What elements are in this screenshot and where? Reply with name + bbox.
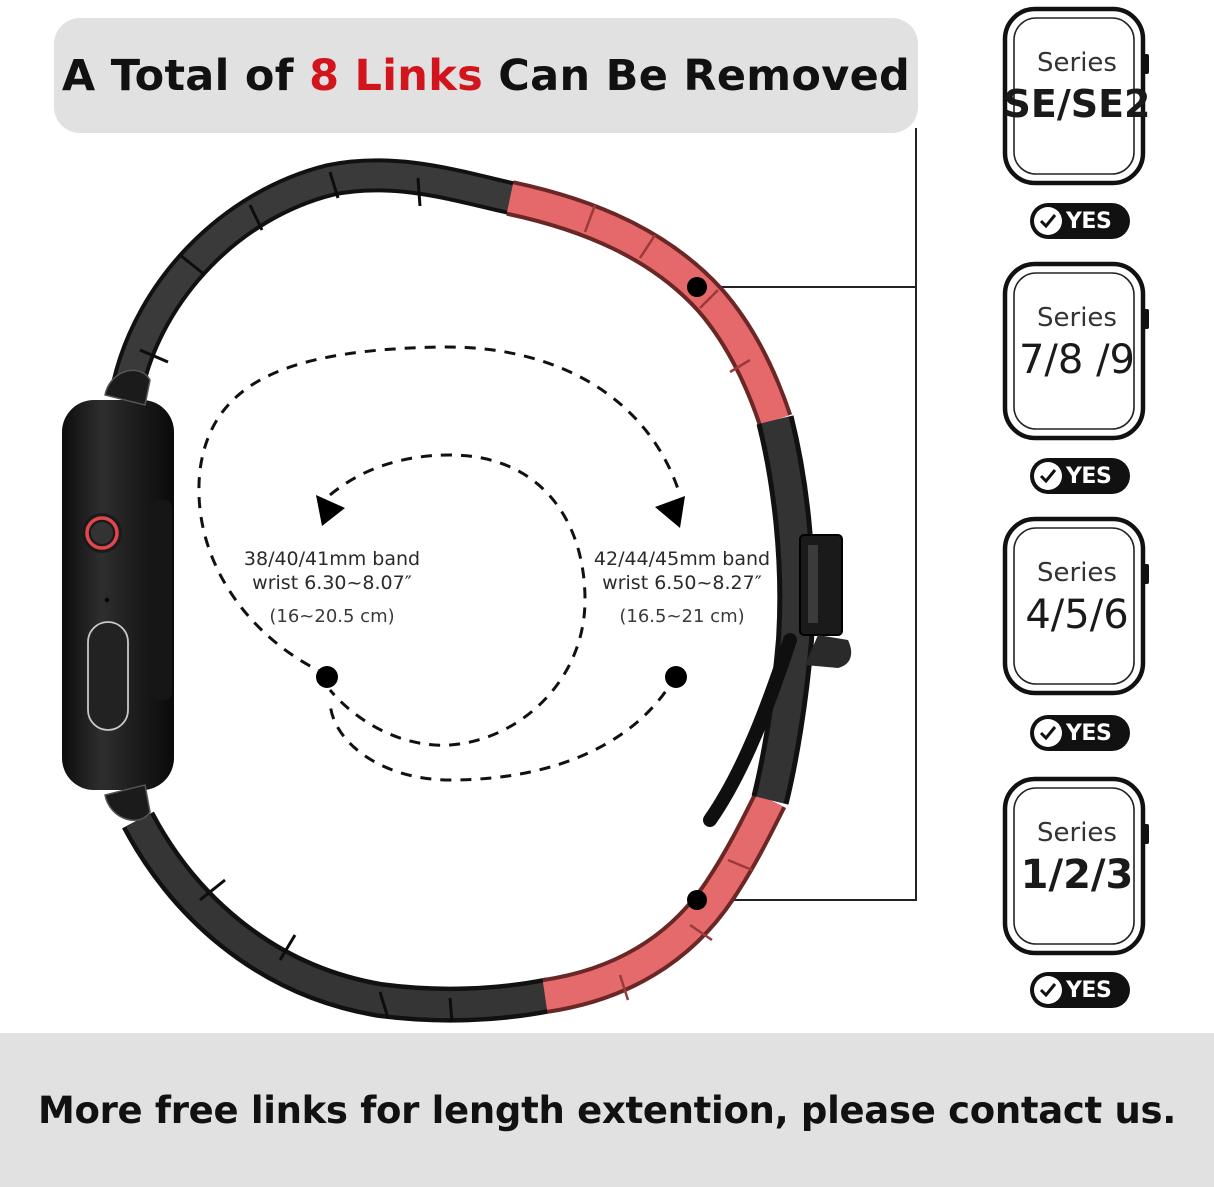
small-band-size: 38/40/41mm band (243, 548, 421, 570)
compat-card-456: Series 4/5/6 YES (995, 510, 1165, 760)
title-suffix: Can Be Removed (483, 50, 911, 101)
series-models: 7/8 /9 (1018, 337, 1135, 383)
small-wrist-inches: wrist 6.30~8.07″ (252, 571, 412, 594)
title-highlight: 8 Links (309, 50, 483, 101)
series-label: Series (1037, 48, 1117, 78)
page-title: A Total of 8 Links Can Be Removed (62, 51, 910, 101)
watch-outline-icon (1002, 776, 1149, 956)
large-wrist-inches: wrist 6.50~8.27″ (602, 571, 762, 594)
check-icon (1034, 719, 1062, 747)
yes-text: YES (1066, 463, 1112, 489)
marker-dot-bottom (687, 890, 707, 910)
yes-badge: YES (1030, 715, 1130, 751)
watch-outline-icon (1002, 516, 1149, 696)
side-button-icon (87, 621, 129, 731)
footer-banner: More free links for length extention, pl… (0, 1033, 1214, 1187)
size-label-small: 38/40/41mm band wrist 6.30~8.07″ (16~20.… (222, 548, 442, 628)
marker-dot-top (687, 277, 707, 297)
small-wrist-cm: (16~20.5 cm) (269, 605, 395, 627)
arrowhead-right-icon (655, 496, 685, 528)
check-icon (1034, 462, 1062, 490)
compat-card-se: Series SE/SE2 YES (995, 0, 1165, 250)
large-wrist-cm: (16.5~21 cm) (619, 605, 745, 627)
compat-card-789: Series 7/8 /9 YES (995, 255, 1165, 505)
connector-lines (697, 128, 917, 901)
compat-card-123: Series 1/2/3 YES (995, 770, 1165, 1020)
title-prefix: A Total of (61, 50, 310, 101)
yes-text: YES (1066, 977, 1112, 1003)
check-icon (1034, 207, 1062, 235)
series-models: SE/SE2 (1003, 82, 1151, 126)
yes-text: YES (1066, 208, 1112, 234)
watch-case (62, 369, 174, 822)
check-icon (1034, 976, 1062, 1004)
watch-outline-icon (1002, 261, 1149, 441)
yes-badge: YES (1030, 972, 1130, 1008)
yes-badge: YES (1030, 203, 1130, 239)
series-label: Series (1037, 303, 1117, 333)
footer-text: More free links for length extention, pl… (37, 1088, 1177, 1132)
series-models: 4/5/6 (1025, 592, 1129, 638)
large-band-size: 42/44/45mm band (593, 548, 771, 570)
arrowhead-left-icon (316, 495, 345, 526)
size-label-large: 42/44/45mm band wrist 6.50~8.27″ (16.5~2… (572, 548, 792, 628)
series-label: Series (1037, 558, 1117, 588)
title-banner: A Total of 8 Links Can Be Removed (54, 18, 918, 133)
size-start-dot-left (316, 666, 338, 688)
series-label: Series (1037, 818, 1117, 848)
size-start-dot-right (665, 666, 687, 688)
watch-outline-icon (1002, 6, 1149, 186)
digital-crown-icon (82, 513, 122, 553)
series-models: 1/2/3 (1020, 852, 1134, 898)
yes-badge: YES (1030, 458, 1130, 494)
yes-text: YES (1066, 720, 1112, 746)
